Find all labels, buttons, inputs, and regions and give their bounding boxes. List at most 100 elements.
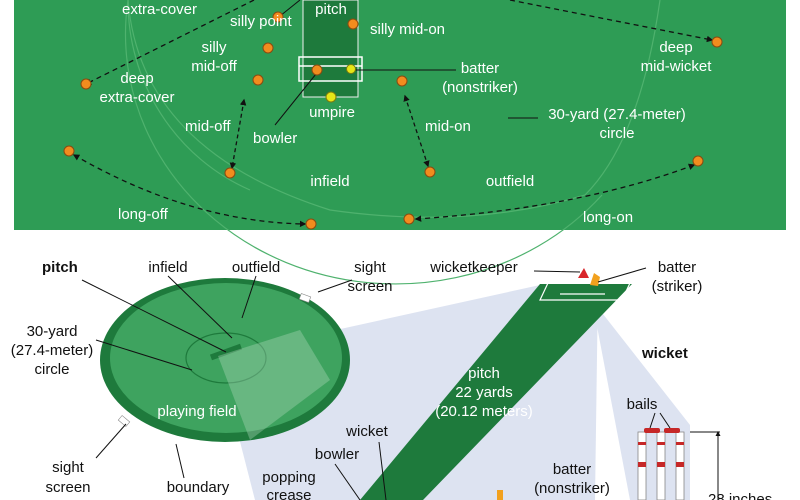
crease-box xyxy=(298,56,363,82)
label-batter-1: batter xyxy=(461,60,499,77)
wicketkeeper-figure xyxy=(578,268,589,278)
label-silly-mid-off-2: mid-off xyxy=(191,58,237,75)
fielder-mid-on-near xyxy=(396,75,408,87)
fielder-silly-mid-on xyxy=(347,18,359,30)
fielder-long-on xyxy=(403,213,415,225)
umpire-dot xyxy=(325,91,337,103)
top-field-panel: extra-cover silly point pitch silly mid-… xyxy=(14,0,786,285)
batter-nonstriker-figure xyxy=(497,490,503,500)
fielder-silly-point xyxy=(272,11,284,23)
striker-leader xyxy=(597,267,647,283)
wicket-leader xyxy=(378,441,387,500)
stump-right-band xyxy=(676,462,684,467)
sight-screen-top-shape xyxy=(298,293,312,303)
label-wicket-bottom: wicket xyxy=(345,423,389,440)
label-circle-bottom-2: (27.4-meter) xyxy=(11,342,94,359)
label-silly-mid-on: silly mid-on xyxy=(370,21,445,38)
fielder-long-off xyxy=(305,218,317,230)
label-circle-bottom-3: circle xyxy=(34,361,69,378)
batter-nonstriker-dot xyxy=(346,64,356,74)
label-popping-1: popping xyxy=(262,469,315,486)
stump-left-band-2 xyxy=(638,442,646,445)
bails-leader-right xyxy=(659,412,671,429)
sight-screen-top-leader xyxy=(317,279,353,293)
label-sight-top-2: screen xyxy=(347,278,392,295)
label-circle-1: 30-yard (27.4-meter) xyxy=(548,106,686,123)
bail-left xyxy=(644,428,660,433)
stump-right-band-2 xyxy=(676,442,684,445)
arrow-extra-cover xyxy=(84,0,255,85)
wicketkeeper-leader xyxy=(533,270,581,273)
batter-striker-figure xyxy=(590,273,600,286)
label-silly-point: silly point xyxy=(230,13,293,30)
label-batter-ns-2: (nonstriker) xyxy=(534,480,610,497)
wicket-stumps xyxy=(637,428,721,500)
infield-leader xyxy=(167,275,233,339)
label-bails: bails xyxy=(627,396,658,413)
label-extra-cover: extra-cover xyxy=(122,1,197,18)
label-pitch-len-3: (20.12 meters) xyxy=(435,403,533,420)
label-circle-2: circle xyxy=(599,125,634,142)
wicket-projection xyxy=(592,300,690,500)
label-height: 28 inches xyxy=(708,491,772,500)
label-wicketkeeper: wicketkeeper xyxy=(429,259,518,276)
label-outfield: outfield xyxy=(486,173,534,190)
label-sight-top-1: sight xyxy=(354,259,387,276)
label-circle-bottom-1: 30-yard xyxy=(27,323,78,340)
label-outfield-bottom: outfield xyxy=(232,259,280,276)
label-mid-off: mid-off xyxy=(185,118,231,135)
label-bowler: bowler xyxy=(253,130,297,147)
fielder-mid-off xyxy=(224,167,236,179)
label-infield-bottom: infield xyxy=(148,259,187,276)
label-boundary: boundary xyxy=(167,479,230,496)
stump-middle-band xyxy=(657,462,665,467)
label-deep-mid-wicket-1: deep xyxy=(659,39,692,56)
pitch-strip-large xyxy=(360,284,632,500)
pitch-leader xyxy=(81,279,227,353)
fielder-long-off-deep xyxy=(63,145,75,157)
label-striker-2: (striker) xyxy=(652,278,703,295)
fielder-mid-off-near xyxy=(252,74,264,86)
label-pitch-top: pitch xyxy=(315,1,347,18)
boundary-leader xyxy=(175,443,185,479)
label-batter-2: (nonstriker) xyxy=(442,79,518,96)
label-infield: infield xyxy=(310,173,349,190)
fielder-silly-mid-off xyxy=(262,42,274,54)
label-deep-mid-wicket-2: mid-wicket xyxy=(641,58,713,75)
label-wicket-heading: wicket xyxy=(641,345,688,362)
stump-left-band xyxy=(638,462,646,467)
fielder-mid-on xyxy=(424,166,436,178)
label-striker-1: batter xyxy=(658,259,696,276)
label-long-on: long-on xyxy=(583,209,633,226)
fielder-long-on-deep xyxy=(692,155,704,167)
label-bowler-bottom: bowler xyxy=(315,446,359,463)
label-popping-2: crease xyxy=(266,487,311,500)
label-mid-on: mid-on xyxy=(425,118,471,135)
outfield-leader xyxy=(241,275,257,319)
fielder-deep-extra-cover xyxy=(80,78,92,90)
arrow-mid-on xyxy=(403,94,430,168)
arrow-long-on xyxy=(414,163,696,222)
bail-right xyxy=(664,428,680,433)
sight-screen-bottom-shape xyxy=(117,415,131,427)
bails-leader-left xyxy=(649,412,656,429)
circle-leader-bottom xyxy=(95,339,193,371)
label-sight-bottom-2: screen xyxy=(45,479,90,496)
highlight-area xyxy=(218,330,330,440)
label-silly-mid-off-1: silly xyxy=(202,39,227,56)
label-long-off: long-off xyxy=(118,206,169,223)
bowler-leader xyxy=(274,73,317,126)
inner-circle xyxy=(185,332,267,384)
field-oval xyxy=(110,283,342,433)
stump-middle-band-2 xyxy=(657,442,665,445)
label-batter-ns-1: batter xyxy=(553,461,591,478)
sight-screen-bottom-leader xyxy=(95,423,127,459)
bowler-dot xyxy=(311,64,323,76)
silly-point-leader xyxy=(279,0,301,17)
bowler-leader-bottom xyxy=(334,463,361,500)
label-pitch-bottom: pitch xyxy=(42,259,78,276)
crease-lines-far xyxy=(539,282,631,301)
fielder-deep-mid-wicket xyxy=(711,36,723,48)
arrow-mid-wicket xyxy=(509,0,714,43)
